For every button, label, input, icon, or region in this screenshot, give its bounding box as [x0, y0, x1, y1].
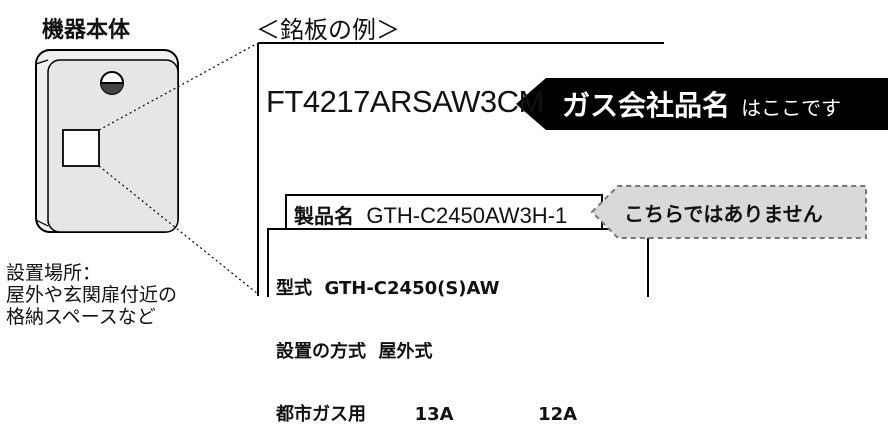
- gas-line-label: 都市ガス用: [276, 404, 366, 425]
- location-note-line-1: 設置場所：: [6, 262, 102, 284]
- product-name-value: GTH-C2450AW3H-1: [366, 203, 568, 228]
- device-title: 機器本体: [42, 18, 131, 43]
- product-name-label: 製品名: [294, 204, 354, 228]
- zoom-line-bottom: [98, 165, 259, 295]
- gas-company-callout: ガス会社品名 はここです: [562, 84, 841, 124]
- diagram-svg: [35, 42, 888, 300]
- nameplate-enlarged: [257, 42, 664, 296]
- zoom-line-top: [98, 42, 259, 131]
- location-note-line-2: 屋外や玄関扉付近の: [6, 284, 178, 306]
- location-note: 設置場所： 屋外や玄関扉付近の 格納スペースなど: [6, 262, 177, 328]
- device-nameplate: [62, 129, 100, 167]
- plate-clip: [258, 297, 678, 342]
- gas-company-suffix: はここです: [741, 96, 842, 120]
- gas-company-strong: ガス会社品名: [562, 89, 731, 122]
- model-line: 型式 GTH-C2450(S)AW: [276, 278, 500, 299]
- product-name-row: 製品名 GTH-C2450AW3H-1: [294, 200, 567, 229]
- install-line: 設置の方式 屋外式: [276, 341, 433, 362]
- device-body: [35, 49, 179, 233]
- gas-value-2: 12A: [538, 404, 578, 425]
- not-here-callout: こちらではありません: [624, 202, 823, 226]
- gas-value-1: 13A: [414, 404, 454, 425]
- gas-company-arrow: [516, 78, 888, 130]
- nameplate-title: ＜銘板の例＞: [256, 16, 400, 44]
- knob-icon: [100, 71, 124, 95]
- gas-line: 都市ガス用 13A 12A: [276, 404, 577, 425]
- not-here-arrow: [590, 185, 867, 239]
- location-note-line-3: 格納スペースなど: [6, 306, 156, 328]
- serial-number: FT4217ARSAW3CM: [266, 84, 544, 119]
